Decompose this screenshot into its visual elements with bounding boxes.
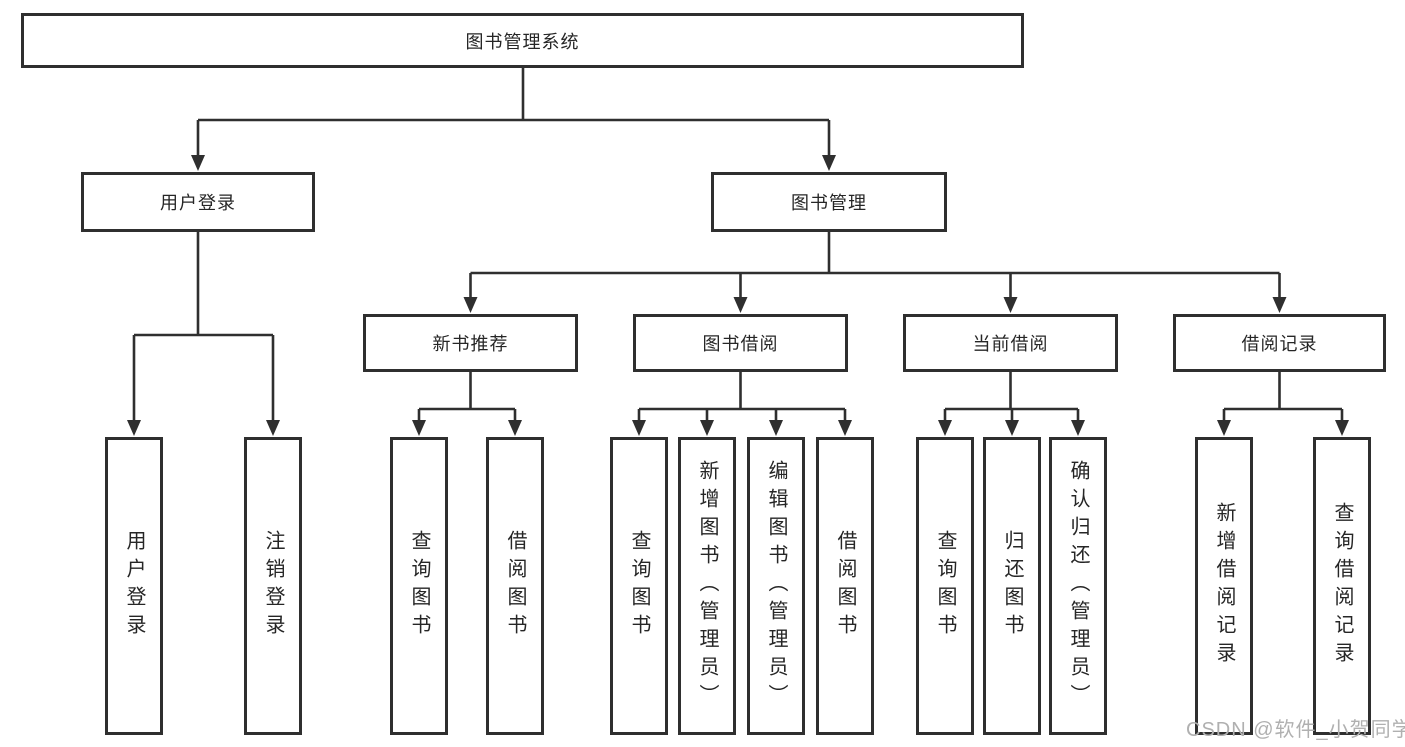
leaf-add-borrow-record: 新增借阅记录: [1195, 437, 1253, 735]
node-book-management-label: 图书管理: [791, 193, 867, 213]
leaf-confirm-return-admin: 确认归还（管理员）: [1049, 437, 1107, 735]
leaf-query-books-current: 查询图书: [916, 437, 974, 735]
arrowheads: [127, 155, 1349, 436]
node-current-borrowing: 当前借阅: [903, 314, 1118, 372]
node-new-book-recommend-label: 新书推荐: [432, 334, 509, 354]
leaf-borrow-books-borrowing-label: 借阅图书: [834, 530, 856, 642]
node-borrow-records: 借阅记录: [1173, 314, 1386, 372]
leaf-query-books-borrowing: 查询图书: [610, 437, 668, 735]
node-current-borrowing-label: 当前借阅: [972, 334, 1049, 354]
leaf-edit-books-admin: 编辑图书（管理员）: [747, 437, 805, 735]
leaf-query-borrow-record: 查询借阅记录: [1313, 437, 1371, 735]
leaf-return-books-label: 归还图书: [1001, 530, 1023, 642]
node-root-label: 图书管理系统: [465, 31, 580, 52]
leaf-borrow-books-recommend: 借阅图书: [486, 437, 544, 735]
leaf-add-books-admin-label: 新增图书（管理员）: [696, 460, 718, 712]
node-borrow-records-label: 借阅记录: [1241, 334, 1318, 354]
leaf-query-books-borrowing-label: 查询图书: [628, 530, 650, 642]
leaf-edit-books-admin-label: 编辑图书（管理员）: [765, 460, 787, 712]
leaf-query-books-current-label: 查询图书: [934, 530, 956, 642]
leaf-add-books-admin: 新增图书（管理员）: [678, 437, 736, 735]
node-book-management: 图书管理: [711, 172, 947, 232]
node-user-login-label: 用户登录: [160, 193, 236, 213]
leaf-user-login-label: 用户登录: [123, 530, 145, 642]
csdn-watermark: CSDN @软件_小贺同学: [1186, 719, 1405, 741]
leaf-query-books-recommend-label: 查询图书: [408, 530, 430, 642]
node-new-book-recommend: 新书推荐: [363, 314, 578, 372]
leaf-return-books: 归还图书: [983, 437, 1041, 735]
leaf-borrow-books-borrowing: 借阅图书: [816, 437, 874, 735]
node-root: 图书管理系统: [21, 13, 1024, 68]
leaf-query-books-recommend: 查询图书: [390, 437, 448, 735]
leaf-confirm-return-admin-label: 确认归还（管理员）: [1067, 460, 1089, 712]
node-book-borrowing: 图书借阅: [633, 314, 848, 372]
leaf-logout: 注销登录: [244, 437, 302, 735]
node-book-borrowing-label: 图书借阅: [702, 334, 779, 354]
leaf-borrow-books-recommend-label: 借阅图书: [504, 530, 526, 642]
leaf-query-borrow-record-label: 查询借阅记录: [1331, 502, 1353, 670]
node-user-login: 用户登录: [81, 172, 315, 232]
leaf-add-borrow-record-label: 新增借阅记录: [1213, 502, 1235, 670]
leaf-user-login: 用户登录: [105, 437, 163, 735]
leaf-logout-label: 注销登录: [262, 530, 284, 642]
